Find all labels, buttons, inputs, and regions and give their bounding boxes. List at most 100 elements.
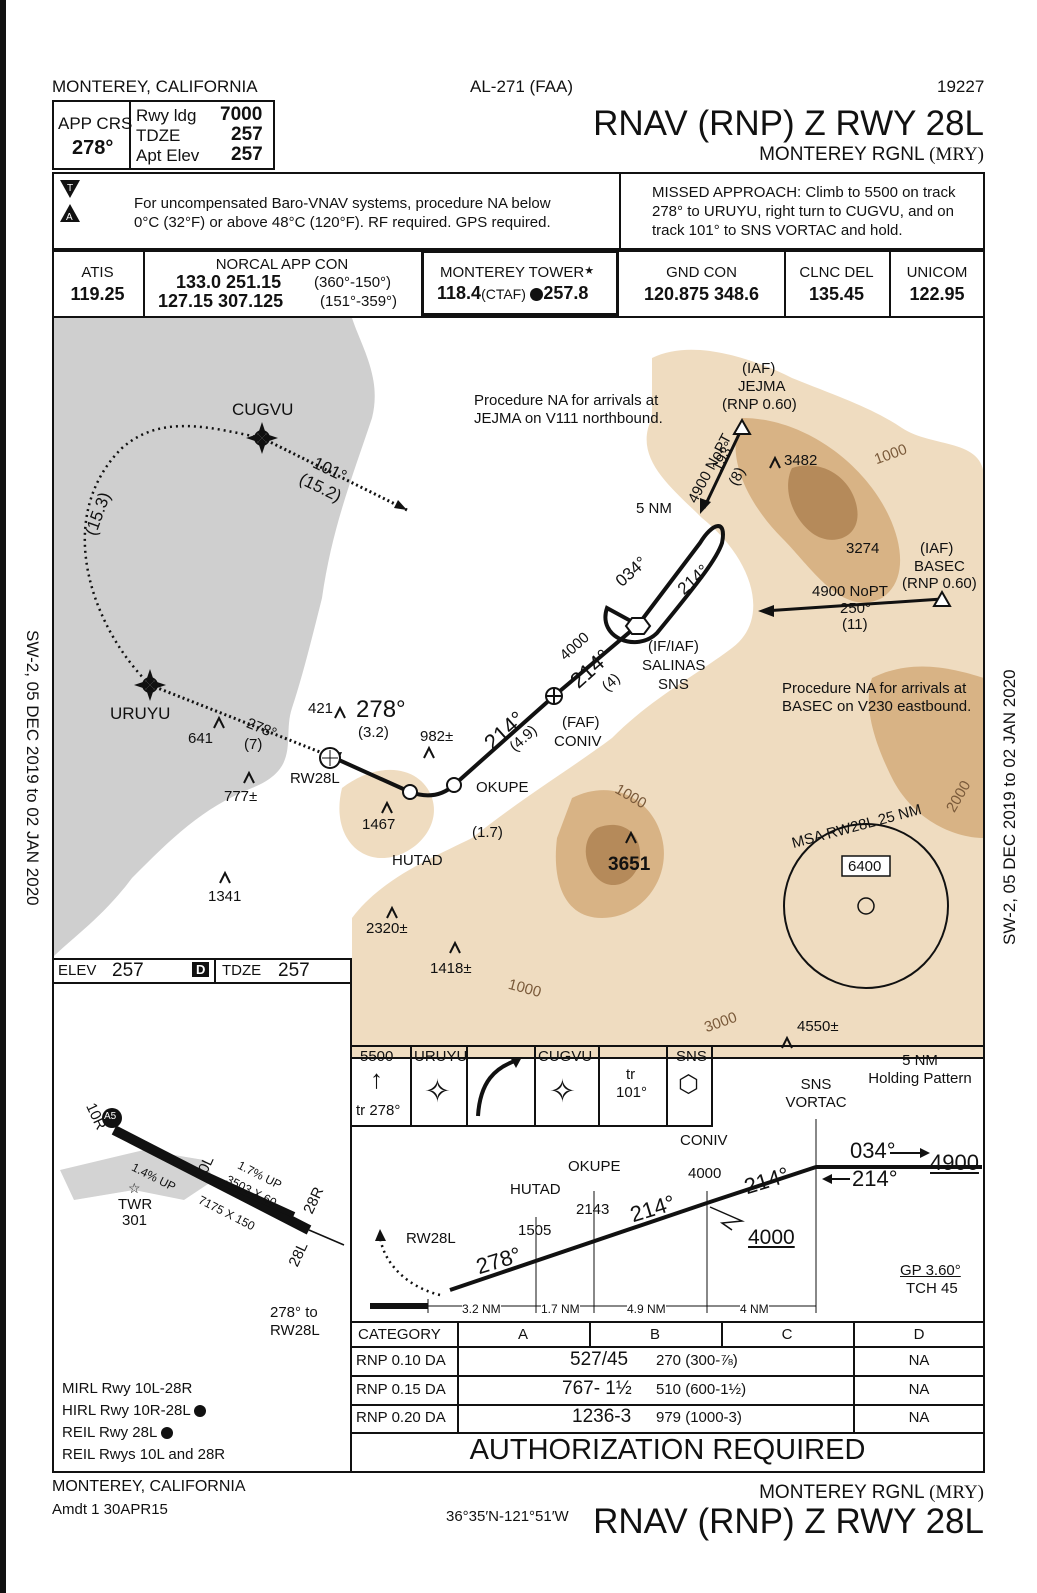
minimums-table xyxy=(350,1321,985,1473)
sns-vortac-symbol xyxy=(624,617,652,635)
okupe-label: OKUPE xyxy=(476,779,529,796)
spot-elev-641: 641 xyxy=(188,730,214,747)
missed-icon-track: 101° xyxy=(616,1084,648,1101)
rwy-ldg-label: Rwy ldg xyxy=(136,106,197,125)
holding-pattern xyxy=(603,524,725,644)
missed-icon-divider-5 xyxy=(666,1045,668,1127)
min-col-line-2 xyxy=(589,1321,591,1346)
inbound-arrowhead xyxy=(822,1174,832,1184)
basec-leg-distance: (11) xyxy=(842,616,868,633)
footer-airport-id: (MRY) xyxy=(929,1482,984,1503)
hutad-fix-symbol xyxy=(402,784,418,800)
missed-approach-line1: MISSED APPROACH: Climb to 5500 on track xyxy=(652,184,956,201)
missed-approach-arc xyxy=(83,424,263,686)
elev-value: 257 xyxy=(112,960,144,981)
lighting-reil-pcl-icon xyxy=(160,1427,173,1440)
basec-note-line2: BASEC on V230 eastbound. xyxy=(782,698,972,715)
spot-elev-4550: 4550± xyxy=(797,1018,839,1035)
svg-text:T: T xyxy=(67,183,73,194)
missed-arrowhead xyxy=(394,500,407,510)
basec-leg-alt: 4900 NoPT xyxy=(812,583,888,600)
tower-label: MONTEREY TOWER★ xyxy=(440,264,594,281)
salinas-label: SALINAS xyxy=(642,657,706,674)
app-con-freq-1: 133.0 251.15 xyxy=(176,272,282,292)
jejma-note-line2: JEJMA on V111 northbound. xyxy=(474,410,663,427)
tower-freq: 118.4 xyxy=(437,283,482,303)
profile-tch: TCH 45 xyxy=(906,1280,958,1297)
min-row2-cat: RNP 0.15 DA xyxy=(356,1381,446,1398)
apt-elev-value: 257 xyxy=(231,144,263,165)
min-row1-cat: RNP 0.10 DA xyxy=(356,1352,446,1369)
coniv-sns-segment xyxy=(552,623,640,698)
sns-label: SNS xyxy=(658,676,689,693)
missed-climb-arrow-icon: ↑ xyxy=(370,1064,383,1094)
chart-id: AL-271 (FAA) xyxy=(470,77,573,96)
profile-coniv-alt: 4000 xyxy=(688,1165,722,1182)
profile-okupe-label: OKUPE xyxy=(568,1158,621,1175)
lighting-reil-28l: REIL Rwy 28L xyxy=(62,1424,173,1441)
okupe-distance: (1.7) xyxy=(472,824,503,841)
cugvu-fix-symbol xyxy=(246,422,278,454)
jejma-label: JEJMA xyxy=(738,378,786,395)
spot-elev-777: 777± xyxy=(224,788,258,805)
water-area xyxy=(52,318,375,958)
plan-view-graphics xyxy=(52,318,984,1058)
footer-title: RNAV (RNP) Z RWY 28L xyxy=(593,1502,984,1541)
lighting-hirl-pcl-icon xyxy=(194,1405,207,1418)
missed-icon-fix3: SNS xyxy=(676,1048,707,1065)
final-distance: (3.2) xyxy=(358,724,389,741)
comms-divider-1 xyxy=(143,250,145,318)
cugvu-label: CUGVU xyxy=(232,400,294,419)
airport-name-text: MONTEREY RGNL xyxy=(759,144,924,165)
comms-divider-2 xyxy=(784,250,786,318)
spot-elev-1418: 1418± xyxy=(430,960,472,977)
rw28l-label: RW28L xyxy=(290,770,340,787)
tdze-divider xyxy=(214,958,216,982)
missed-uruyu-leg xyxy=(149,683,331,758)
plan-view-border xyxy=(52,316,985,1059)
footer-coords: 36°35′N-121°51′W xyxy=(446,1508,569,1525)
coniv-role-label: (FAF) xyxy=(562,714,600,731)
runway-bar xyxy=(370,1303,428,1309)
profile-course-in: 214° xyxy=(852,1166,898,1191)
basec-leg-course: 250° xyxy=(840,600,872,617)
msa-center-symbol xyxy=(857,897,875,915)
min-header-category: CATEGORY xyxy=(358,1326,441,1343)
profile-dist-3: 4.9 NM xyxy=(627,1302,666,1316)
spot-elev-1341: 1341 xyxy=(208,888,242,905)
lighting-hirl: HIRL Rwy 10R-28L xyxy=(62,1402,207,1419)
profile-min-alt: 4000 xyxy=(748,1226,795,1249)
missed-climb-arrowhead xyxy=(375,1229,386,1241)
profile-coniv-label: CONIV xyxy=(680,1132,728,1149)
spot-elev-3482: 3482 xyxy=(784,452,818,469)
app-con-freq-2: 127.15 307.125 xyxy=(158,291,284,311)
temperature-limit-icons: T A xyxy=(60,180,80,223)
lighting-mirl: MIRL Rwy 10L-28R xyxy=(62,1380,193,1397)
part-time-icon xyxy=(530,288,544,302)
profile-course-out: 034° xyxy=(850,1138,896,1163)
profile-okupe-alt: 2143 xyxy=(576,1201,610,1218)
min-row2-d: NA xyxy=(908,1381,930,1398)
coniv-fix-symbol xyxy=(545,687,563,705)
profile-icon-divider xyxy=(350,1125,713,1127)
profile-gp: GP 3.60° xyxy=(900,1262,961,1279)
min-row1-d: NA xyxy=(908,1352,930,1369)
spot-elev-3651: 3651 xyxy=(608,854,651,875)
spot-elev-3274: 3274 xyxy=(846,540,880,557)
tdze-label: TDZE xyxy=(136,126,181,145)
plan-view: CUGVU URUYU RW28L HUTAD OKUPE (FAF) CONI… xyxy=(52,318,984,1058)
app-crs-label: APP CRS xyxy=(58,114,133,133)
missed-icon-track-label: tr xyxy=(626,1066,636,1083)
min-header-b: B xyxy=(649,1326,660,1343)
msa-altitude: 6400 xyxy=(848,858,882,875)
sns-vortac-line1: SNS xyxy=(800,1076,832,1093)
msa-circle xyxy=(783,823,949,989)
missed-icon-vortac-symbol: ⬡ xyxy=(678,1071,699,1098)
airport-header-line xyxy=(52,982,352,984)
sns-vortac-line2: VORTAC xyxy=(785,1094,847,1111)
hutad-label: HUTAD xyxy=(392,852,443,869)
lighting-reil-text: REIL Rwy 28L xyxy=(62,1424,157,1441)
basec-note-line1: Procedure NA for arrivals at xyxy=(782,680,967,697)
profile-dist-2: 1.7 NM xyxy=(541,1302,580,1316)
missed-approach-line2: 278° to URUYU, right turn to CUGVU, and … xyxy=(652,203,954,220)
